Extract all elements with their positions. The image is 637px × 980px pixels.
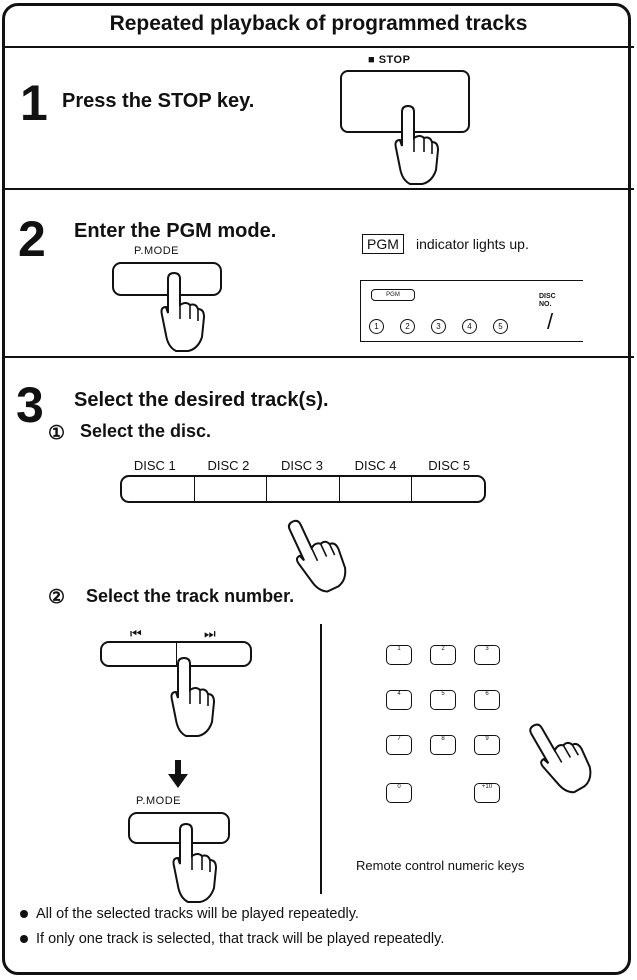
key-2[interactable]: 2	[430, 645, 456, 665]
key-9[interactable]: 9	[474, 735, 500, 755]
step-3-number: 3	[16, 377, 44, 433]
note-item: If only one track is selected, that trac…	[20, 931, 444, 947]
hand-icon	[287, 519, 347, 593]
key-3[interactable]: 3	[474, 645, 500, 665]
note-text: If only one track is selected, that trac…	[36, 931, 445, 947]
arrow-down-icon	[168, 760, 188, 788]
disc-label: DISC 2	[207, 458, 250, 473]
pgm-indicator-text: indicator lights up.	[416, 236, 529, 252]
disc-icon: 2	[400, 319, 415, 334]
page-frame	[2, 3, 631, 975]
disc-icon: 5	[493, 319, 508, 334]
key-6[interactable]: 6	[474, 690, 500, 710]
key-plus10[interactable]: +10	[474, 783, 500, 803]
page-title: Repeated playback of programmed tracks	[109, 12, 528, 35]
sub-2-text: Select the track number.	[86, 586, 295, 606]
display-panel: PGM DISC NO. / 1 2 3 4 5	[360, 280, 583, 342]
step-1-text: Press the STOP key.	[62, 90, 255, 112]
disc-labels: DISC 1 DISC 2 DISC 3 DISC 4 DISC 5	[118, 458, 486, 473]
display-disc-icons: 1 2 3 4 5	[369, 319, 508, 334]
note-item: All of the selected tracks will be playe…	[20, 906, 359, 922]
remote-keypad: 1 2 3 4 5 6 7 8 9 0 +10	[386, 645, 526, 855]
divider	[3, 356, 634, 358]
bullet-icon	[20, 910, 28, 919]
hand-icon	[160, 271, 206, 352]
disc-icon: 1	[369, 319, 384, 334]
disc-label: DISC 1	[133, 458, 176, 473]
disc-1-button[interactable]	[122, 477, 195, 501]
column-divider	[320, 624, 322, 894]
key-8[interactable]: 8	[430, 735, 456, 755]
key-4[interactable]: 4	[386, 690, 412, 710]
key-1[interactable]: 1	[386, 645, 412, 665]
disc-5-button[interactable]	[412, 477, 484, 501]
pgm-indicator-box: PGM	[362, 234, 404, 254]
pmode-key-label: P.MODE	[134, 245, 179, 257]
disc-label: DISC 5	[428, 458, 471, 473]
step-3-text: Select the desired track(s).	[74, 389, 329, 411]
key-0[interactable]: 0	[386, 783, 412, 803]
display-pgm: PGM	[371, 289, 415, 301]
disc-icon: 4	[462, 319, 477, 334]
disc-2-button[interactable]	[195, 477, 268, 501]
sub-1-number: ①	[48, 423, 66, 444]
display-value: /	[547, 309, 554, 334]
note-text: All of the selected tracks will be playe…	[36, 906, 359, 922]
key-7[interactable]: 7	[386, 735, 412, 755]
divider	[3, 46, 634, 48]
hand-icon	[394, 104, 440, 185]
step-2-number: 2	[18, 211, 46, 267]
pmode-key-label-2: P.MODE	[136, 795, 181, 807]
skip-forward-label: ⏭	[204, 626, 217, 641]
disc-button-bar	[120, 475, 486, 503]
step-2-text: Enter the PGM mode.	[74, 220, 277, 242]
hand-icon	[172, 822, 218, 903]
disc-4-button[interactable]	[340, 477, 413, 501]
pmode-button[interactable]	[112, 262, 222, 296]
remote-keys-caption: Remote control numeric keys	[356, 858, 525, 873]
disc-label: DISC 4	[354, 458, 397, 473]
sub-2-number: ②	[48, 587, 66, 608]
display-disc-no: DISC NO.	[539, 293, 556, 308]
disc-3-button[interactable]	[267, 477, 340, 501]
bullet-icon	[20, 935, 28, 944]
skip-back-label: ⏮	[130, 626, 143, 641]
hand-icon	[170, 656, 216, 737]
step-1-number: 1	[20, 75, 48, 131]
disc-label: DISC 3	[281, 458, 323, 473]
hand-icon	[529, 723, 592, 794]
key-5[interactable]: 5	[430, 690, 456, 710]
skip-back-button[interactable]	[102, 643, 177, 665]
disc-icon: 3	[431, 319, 446, 334]
stop-key-label: ■ STOP	[368, 54, 411, 66]
skip-button-bar	[100, 641, 252, 667]
divider	[3, 188, 634, 190]
sub-1-text: Select the disc.	[80, 421, 212, 441]
